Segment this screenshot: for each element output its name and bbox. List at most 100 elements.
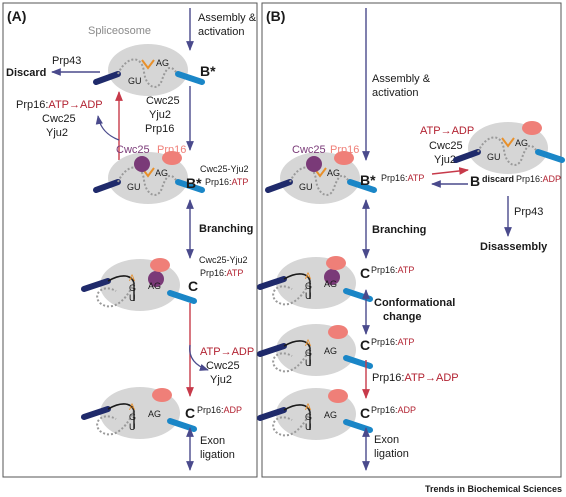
release-cwc25-b: Cwc25 [429, 140, 463, 152]
release-atp-label-a: Prp16:ATP→ADP [16, 99, 103, 111]
rna-a-a1: A [129, 273, 135, 283]
conformational-label-2: change [383, 311, 422, 323]
rna-g-a2: G [129, 412, 136, 422]
panel-a-label: (A) [7, 8, 26, 24]
rna-ag-a3: AG [148, 281, 161, 291]
factor-prp16-a: Prp16 [145, 123, 174, 135]
rna-g-b1: G [305, 281, 312, 291]
state-b-star-a1: B* [200, 63, 216, 79]
rna-gu-a1: GU [128, 76, 142, 86]
release-yju2-a: Yju2 [46, 127, 68, 139]
arrow-release2-a [189, 344, 209, 371]
exon-ligation-a-1: Exon [200, 435, 225, 447]
state-c-a1: C [188, 278, 198, 294]
factor-cwc25-a: Cwc25 [146, 95, 180, 107]
rna-ag-b1: AG [327, 168, 340, 178]
arrow-release-a [95, 115, 120, 141]
arrow-to-discard-b [431, 167, 469, 175]
prp16-label-a: Prp16 [157, 144, 186, 156]
branching-label-a: Branching [199, 223, 253, 235]
spliceosome-b-star-b [268, 151, 374, 204]
spliceosome-c-b2 [260, 324, 370, 376]
exon-ligation-b-2: ligation [374, 448, 409, 460]
panel-b-frame [261, 2, 562, 478]
c1-sup-b: Prp16:ATP [371, 265, 414, 275]
state-c-b1: C [360, 265, 370, 281]
rna-g-b2: G [305, 348, 312, 358]
c1-sup-a: Prp16:ATP [200, 268, 243, 278]
rna-ag-a2: AG [155, 168, 168, 178]
c2-sup-b: Prp16:ATP [371, 337, 414, 347]
rna-g-a1: G [129, 283, 136, 293]
b-star-sup-top-a: Cwc25-Yju2 [200, 164, 249, 174]
b-star-sup-b: Prp16:ATP [381, 173, 424, 183]
step-assembly-b-1: Assembly & [372, 73, 431, 85]
spliceosome-c-b3 [260, 388, 370, 440]
rna-a-b3: A [305, 402, 311, 412]
step-assembly-b-2: activation [372, 87, 418, 99]
rna-ag-b4: AG [324, 346, 337, 356]
rna-ag-b3: AG [324, 279, 337, 289]
exon-ligation-b-1: Exon [374, 434, 399, 446]
spliceosome-b-discard [456, 121, 562, 174]
panel-b-label: (B) [266, 8, 285, 24]
spliceosome-c-a2 [84, 387, 194, 439]
rna-a-b2: A [305, 338, 311, 348]
state-c-b2: C [360, 337, 370, 353]
release-yju2-b: Yju2 [434, 154, 456, 166]
conformational-label-1: Conformational [374, 297, 455, 309]
c2-sup-a: Prp16:ADP [197, 405, 242, 415]
rna-ag-a1: AG [156, 58, 169, 68]
step-assembly-a-2: activation [198, 26, 244, 38]
journal-footer: Trends in Biochemical Sciences [425, 484, 562, 494]
factor-yju2-a: Yju2 [149, 109, 171, 121]
hydrolysis-label-b: Prp16:ATP→ADP [372, 372, 459, 384]
rna-a-a2: A [129, 402, 135, 412]
release2-yju2-a: Yju2 [210, 374, 232, 386]
panel-a-frame [2, 2, 258, 478]
release-cwc25-a: Cwc25 [42, 113, 76, 125]
release2-cwc25-a: Cwc25 [206, 360, 240, 372]
rna-u-a2: U [129, 422, 136, 432]
c1-sup-top-a: Cwc25-Yju2 [199, 255, 248, 265]
b-discard-sup: discard [482, 174, 514, 184]
prp43-label-a: Prp43 [52, 55, 81, 67]
b-star-sup-a: Prp16:ATP [205, 177, 248, 187]
state-c-b3: C [360, 405, 370, 421]
spliceosome-c-a1 [84, 258, 194, 311]
c3-sup-b: Prp16:ADP [371, 405, 416, 415]
cwc25-label-a: Cwc25 [116, 144, 150, 156]
rna-gu-a2: GU [127, 182, 141, 192]
rna-u-b3: U [305, 422, 312, 432]
state-b-star-a2: B* [186, 175, 202, 191]
rna-u-a1: U [129, 293, 136, 303]
spliceosome-b-star-a [96, 44, 202, 96]
step-assembly-a-1: Assembly & [198, 12, 257, 24]
state-b-star-b: B* [360, 172, 376, 188]
spliceosome-b-star-prp16-a [96, 151, 202, 204]
discard-label: Discard [6, 67, 46, 79]
state-c-a2: C [185, 405, 195, 421]
rna-gu-b2: GU [487, 152, 501, 162]
rna-g-b3: G [305, 412, 312, 422]
spliceosome-label: Spliceosome [88, 25, 151, 37]
rna-u-b2: U [305, 358, 312, 368]
branching-label-b: Branching [372, 224, 426, 236]
rna-ag-b2: AG [515, 138, 528, 148]
b-discard-sup2: Prp16:ADP [516, 174, 561, 184]
rna-ag-a4: AG [148, 409, 161, 419]
exon-ligation-a-2: ligation [200, 449, 235, 461]
prp43-label-b: Prp43 [514, 206, 543, 218]
atp-adp-label-a: ATP→ADP [200, 346, 254, 358]
rna-ag-b5: AG [324, 410, 337, 420]
spliceosome-c-b1 [260, 256, 370, 309]
rna-gu-b1: GU [299, 182, 313, 192]
disassembly-label: Disassembly [480, 241, 548, 253]
rna-u-b1: U [305, 291, 312, 301]
atp-adp-label-b: ATP→ADP [420, 125, 474, 137]
cwc25-label-b: Cwc25 [292, 144, 326, 156]
prp16-label-b: Prp16 [330, 144, 359, 156]
state-b-discard: B [470, 173, 480, 189]
rna-a-b1: A [305, 271, 311, 281]
